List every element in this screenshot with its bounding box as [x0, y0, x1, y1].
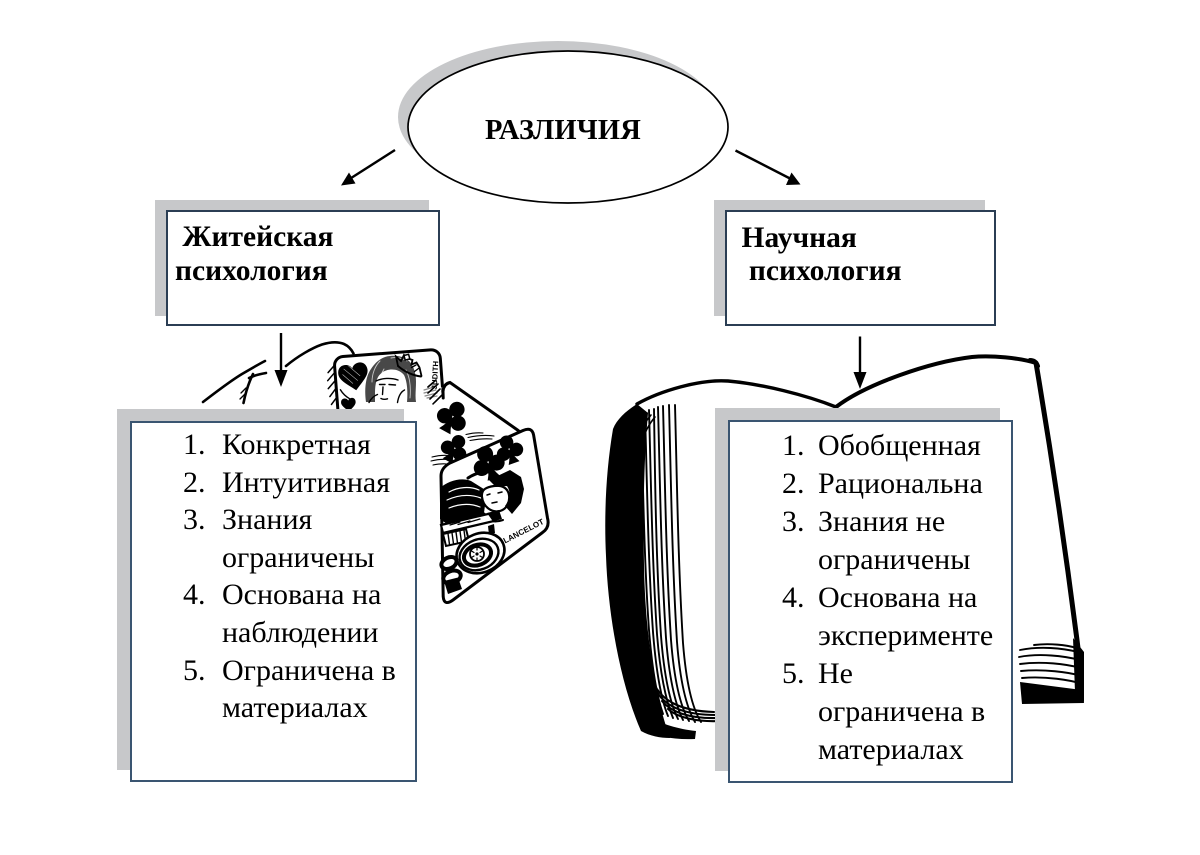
svg-text:JUDITH: JUDITH	[430, 361, 440, 390]
